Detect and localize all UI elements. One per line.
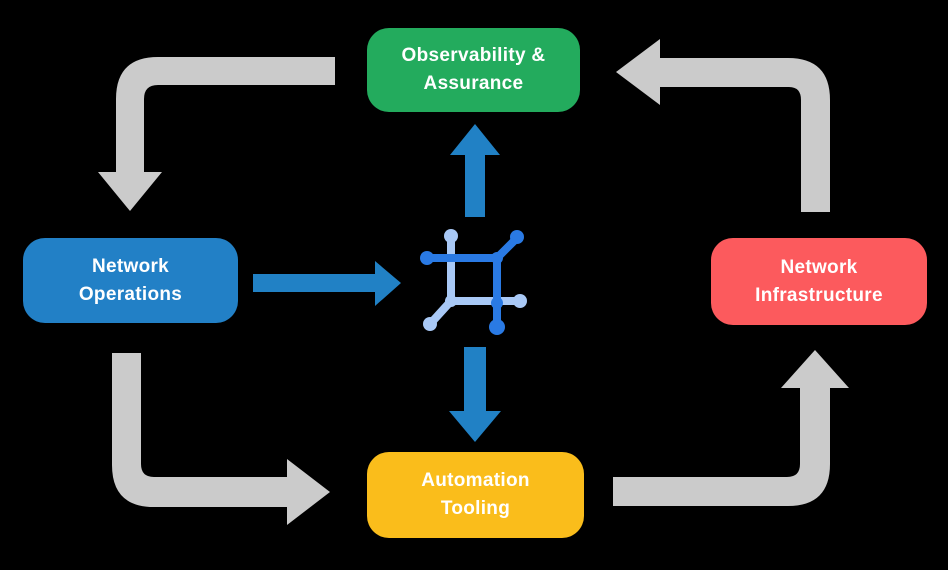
icon-light-nodes [423,229,527,331]
data-arrow-operations-to-center [253,261,401,306]
icon-light-branch [427,233,455,327]
node-label: Network Operations [78,255,183,305]
icon-node [513,294,527,308]
flow-arrow-automation-to-infrastructure [613,350,849,506]
node-label: Automation Tooling [421,470,530,519]
data-arrow-center-to-automation [449,347,501,442]
node-label: Network Infrastructure [755,256,883,306]
icon-node [491,297,503,309]
icon-node [423,317,437,331]
icon-node [420,251,434,265]
icon-dark-nodes [420,230,524,335]
icon-node [491,252,503,264]
icon-node [489,319,505,335]
icon-node [444,229,458,243]
flow-arrow-operations-to-automation [112,353,330,525]
icon-node [445,295,457,307]
data-arrow-center-to-observability [450,124,500,217]
node-observability-assurance: Observability & Assurance [367,28,580,112]
icon-dark-branch [423,234,521,262]
icon-node [510,230,524,244]
node-network-infrastructure: Network Infrastructure [711,238,927,325]
data-arrows-group [253,124,501,442]
node-label: Observability & Assurance [401,45,546,94]
flow-arrow-observability-to-operations [98,57,335,211]
node-network-operations: Network Operations [23,238,238,323]
flow-arrows-group [98,39,849,525]
network-automation-icon [420,229,527,335]
node-automation-tooling: Automation Tooling [367,452,584,538]
flow-arrow-infrastructure-to-observability [616,39,830,212]
